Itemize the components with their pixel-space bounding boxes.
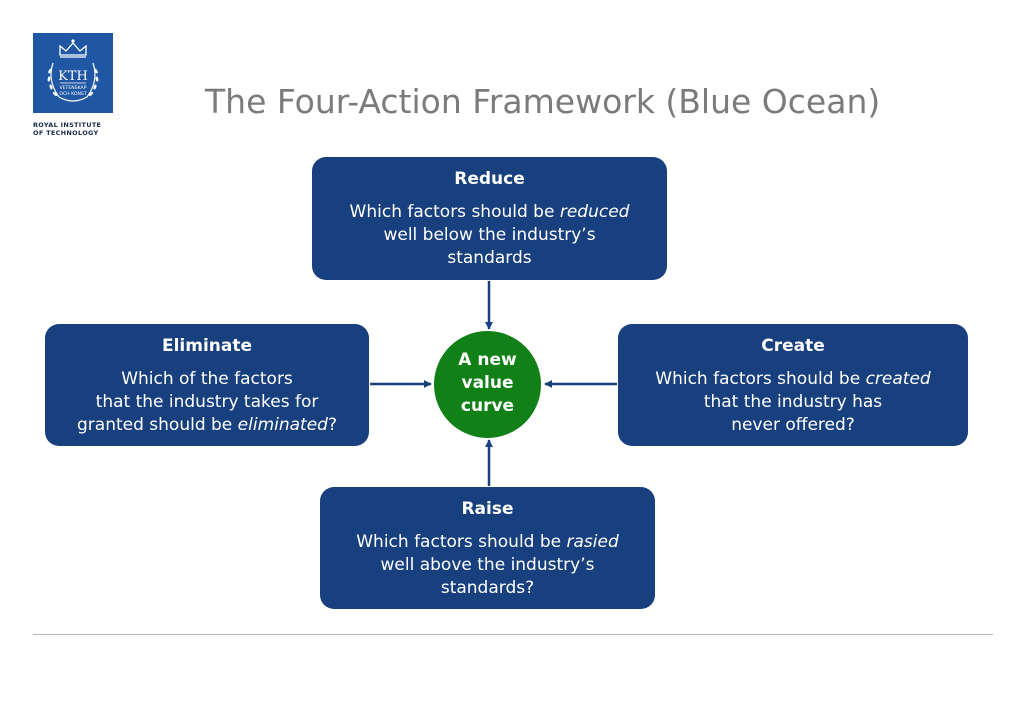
- eliminate-box: Eliminate Which of the factors that the …: [45, 324, 369, 446]
- create-line2: that the industry has: [703, 392, 883, 412]
- raise-line1: Which factors should be rasied: [356, 532, 619, 552]
- kth-letters: KTH: [58, 69, 88, 84]
- logo-caption-line1: ROYAL INSTITUTE: [33, 121, 102, 129]
- kth-crest-icon: KTH VETENSKAP OCH KONST: [47, 39, 99, 102]
- reduce-emphasis: reduced: [559, 202, 630, 222]
- logo-caption: ROYAL INSTITUTE OF TECHNOLOGY: [33, 121, 123, 137]
- kth-logo: KTH VETENSKAP OCH KONST: [33, 33, 113, 113]
- raise-heading: Raise: [461, 499, 514, 519]
- value-curve-circle: A new value curve: [434, 331, 541, 438]
- center-line1: A new: [458, 350, 517, 370]
- raise-line3: standards?: [440, 578, 535, 598]
- reduce-line2: well below the industry’s: [383, 225, 596, 245]
- center-line2: value: [461, 373, 514, 393]
- bottom-divider: [33, 634, 993, 635]
- reduce-line3: standards: [447, 248, 532, 268]
- center-line3: curve: [460, 396, 515, 416]
- raise-box: Raise Which factors should be rasied wel…: [320, 487, 655, 609]
- page-title: The Four-Action Framework (Blue Ocean): [205, 82, 881, 121]
- raise-emphasis: rasied: [566, 532, 619, 552]
- reduce-heading: Reduce: [454, 169, 525, 189]
- create-emphasis: created: [865, 369, 931, 389]
- create-heading: Create: [761, 336, 825, 356]
- create-box: Create Which factors should be created t…: [618, 324, 968, 446]
- eliminate-line3: granted should be eliminated?: [77, 415, 337, 435]
- create-line1: Which factors should be created: [655, 369, 931, 389]
- eliminate-emphasis: eliminated: [237, 415, 328, 435]
- raise-line2: well above the industry’s: [380, 555, 595, 575]
- create-line3: never offered?: [731, 415, 855, 435]
- eliminate-heading: Eliminate: [161, 336, 253, 356]
- reduce-line1: Which factors should be reduced: [349, 202, 630, 222]
- reduce-box: Reduce Which factors should be reduced w…: [312, 157, 667, 280]
- kth-motto-line2: OCH KONST: [59, 91, 86, 97]
- kth-motto-line1: VETENSKAP: [60, 85, 87, 91]
- logo-caption-line2: OF TECHNOLOGY: [33, 129, 99, 137]
- eliminate-line2: that the industry takes for: [95, 392, 319, 412]
- eliminate-line1: Which of the factors: [121, 369, 293, 389]
